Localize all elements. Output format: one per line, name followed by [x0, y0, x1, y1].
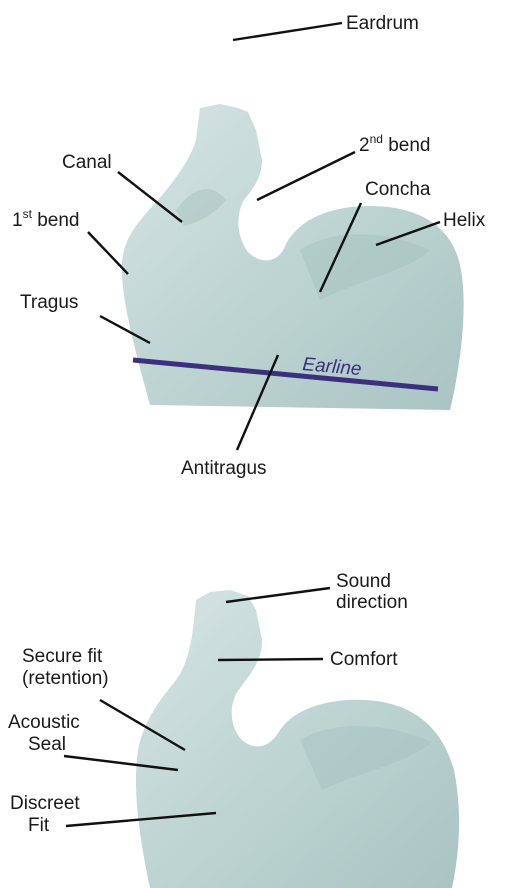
eardrum-leader — [233, 23, 342, 40]
label-secure-fit: Secure fit (retention) — [22, 646, 109, 689]
label-sound-direction: Sound direction — [336, 571, 408, 613]
label-helix: Helix — [443, 210, 486, 231]
comfort-leader — [218, 659, 323, 660]
label-antitragus: Antitragus — [181, 458, 267, 479]
bottom-ear-mold — [136, 590, 459, 888]
second-bend-leader — [257, 152, 355, 200]
label-tragus: Tragus — [20, 292, 78, 313]
first-bend-leader — [88, 232, 128, 274]
label-concha: Concha — [365, 179, 431, 200]
label-discreet-fit: Discreet Fit — [10, 793, 85, 836]
label-first-bend: 1st bend — [12, 207, 79, 231]
label-second-bend: 2nd bend — [359, 132, 430, 156]
label-comfort: Comfort — [330, 649, 398, 670]
label-canal: Canal — [62, 152, 112, 173]
label-acoustic-seal: Acoustic Seal — [8, 712, 85, 755]
label-eardrum: Eardrum — [346, 13, 419, 34]
